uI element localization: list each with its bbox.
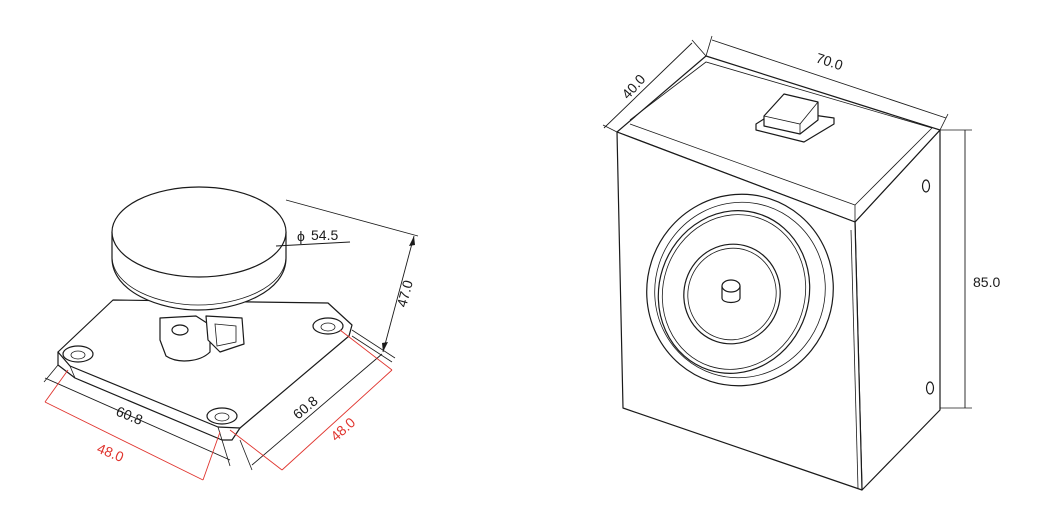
housing-front-face [616,131,863,491]
base-width-dimension-b [239,335,393,471]
hole-spacing-dimension-b [229,329,393,471]
mounting-hole-left [62,345,94,363]
base-width-label-a: 60.8 [114,403,145,428]
release-button [755,93,835,143]
side-hole-lower [925,381,935,395]
width-dimension [705,35,949,131]
swivel-bracket [159,315,245,362]
diameter-symbol: ϕ [297,228,305,244]
armature-plate-view: ϕ 54.5 47.0 60.8 60.8 [43,186,419,481]
depth-dimension [602,39,707,133]
magnet-housing-view: 40.0 70.0 85.0 [602,35,1000,491]
diameter-leader [275,241,351,247]
hole-spacing-label-a: 48.0 [95,440,126,465]
height-dimension-housing [940,129,972,409]
hole-spacing-dimension-a [44,369,221,481]
center-pin [721,279,741,304]
depth-label: 40.0 [618,71,648,102]
magnet-face [646,193,834,387]
diameter-label: 54.5 [311,227,338,243]
armature-disc [111,186,287,311]
mounting-hole-front [206,407,238,425]
base-width-dimension-a [43,364,231,467]
mounting-hole-right [312,317,344,335]
housing-height-label: 85.0 [973,274,1000,290]
base-width-label-b: 60.8 [290,392,321,422]
width-label: 70.0 [814,50,845,74]
hole-spacing-label-b: 48.0 [327,414,358,444]
height-label: 47.0 [393,278,416,309]
height-dimension [285,199,419,359]
base-plate [57,299,353,441]
side-hole-upper [921,179,931,193]
